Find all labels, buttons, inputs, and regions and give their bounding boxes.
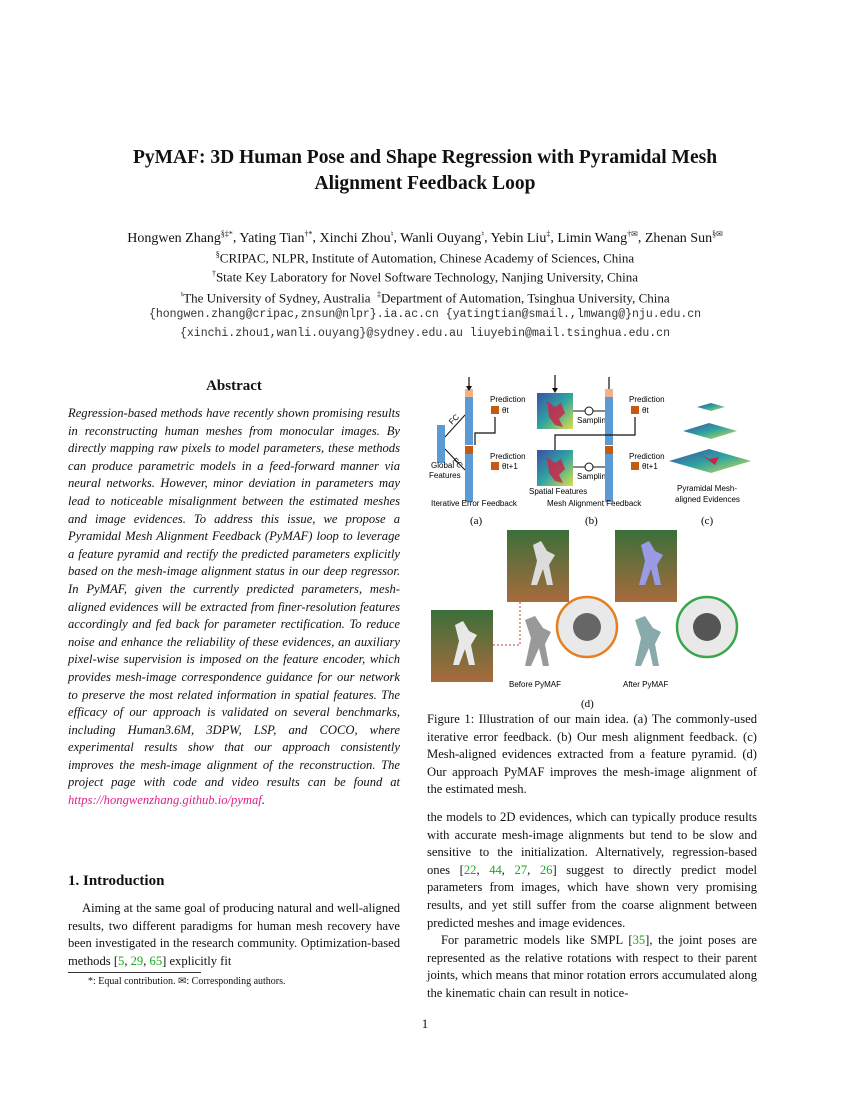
email-line-2: {xinchi.zhou1,wanli.ouyang}@sydney.edu.a… (180, 327, 670, 340)
prediction-label: Prediction (629, 395, 665, 404)
spatial-features-label: Spatial Features (529, 487, 587, 496)
prediction-label: Prediction (490, 452, 526, 461)
ief-label: Iterative Error Feedback (431, 499, 518, 508)
citation[interactable]: 44 (489, 862, 502, 877)
before-label: Before PyMAF (509, 680, 561, 689)
abstract-text: Regression-based methods have recently s… (68, 406, 400, 808)
prediction-label: Prediction (629, 452, 665, 461)
footnote: *: Equal contribution. ✉: Corresponding … (88, 976, 286, 987)
citation[interactable]: 26 (539, 862, 553, 877)
label-b: (b) (585, 515, 598, 527)
abstract-heading: Abstract (206, 378, 262, 394)
page-number: 1 (421, 1016, 429, 1031)
panel-a-ief: FC FC Prediction θt Prediction θt+1 Glob… (429, 377, 526, 527)
author-list: Hongwen Zhang§‡*, Yating Tian†*, Xinchi … (127, 229, 723, 246)
citation[interactable]: 35 (632, 933, 646, 948)
features-label: Features (429, 471, 461, 480)
email-line-1: {hongwen.zhang@cripac,znsun@nlpr}.ia.ac.… (148, 308, 702, 321)
theta-t: θt (642, 406, 649, 415)
figure-1: FC FC Prediction θt Prediction θt+1 Glob… (425, 365, 760, 710)
right-column-text: the models to 2D evidences, which can ty… (427, 810, 758, 1000)
citation[interactable]: 27 (514, 862, 528, 877)
panel-b-maf: Sampling Sampling Prediction θt Predicti… (529, 375, 665, 527)
figure-caption: Figure 1: Illustration of our main idea.… (427, 712, 757, 797)
label-d: (d) (581, 698, 594, 710)
author-3: Xinchi Zhou♮ (319, 229, 394, 246)
label-c: (c) (701, 515, 714, 527)
citation[interactable]: 22 (463, 862, 477, 877)
citation[interactable]: 5 (118, 953, 125, 968)
label-a: (a) (470, 515, 483, 527)
author-7: Zhenan Sun§✉ (644, 229, 723, 246)
author-6: Limin Wang†✉ (557, 229, 638, 246)
after-label: After PyMAF (623, 680, 668, 689)
figure-1-svg: FC FC Prediction θt Prediction θt+1 Glob… (429, 375, 751, 710)
paper-title: PyMAF: 3D Human Pose and Shape Regressio… (60, 145, 790, 197)
prediction-label: Prediction (490, 395, 526, 404)
panel-c-pyramid: Pyramidal Mesh- aligned Evidences (c) (669, 403, 751, 527)
maf-label: Mesh Alignment Feedback (547, 499, 642, 508)
pyramid-label-2: aligned Evidences (675, 495, 740, 504)
panel-d-results: Before PyMAF After PyMAF (d) (431, 530, 739, 710)
author-5: Yebin Liu‡ (490, 229, 551, 246)
author-4: Wanli Ouyang♮ (400, 229, 485, 246)
global-label: Global (431, 461, 454, 470)
pyramid-label-1: Pyramidal Mesh- (677, 484, 737, 493)
title-line-2: Alignment Feedback Loop (314, 173, 536, 194)
intro-heading: 1. Introduction (68, 873, 165, 889)
title-line-1: PyMAF: 3D Human Pose and Shape Regressio… (132, 147, 718, 168)
affiliation-2: †State Key Laboratory for Novel Software… (211, 269, 639, 285)
sampling-label: Sampling (577, 416, 610, 425)
author-1: Hongwen Zhang§‡* (127, 229, 233, 246)
affiliation-3: ♮The University of Sydney, Australia ‡De… (180, 290, 670, 306)
theta-t1: θt+1 (642, 462, 658, 471)
author-2: Yating Tian†* (239, 229, 313, 246)
footnote-rule (68, 972, 201, 973)
theta-t1: θt+1 (502, 462, 518, 471)
sampling-label: Sampling (577, 472, 610, 481)
project-link[interactable]: https://hongwenzhang.github.io/pymaf (68, 793, 262, 808)
intro-paragraph: Aiming at the same goal of producing nat… (68, 901, 400, 968)
citation[interactable]: 29 (130, 953, 144, 968)
fc-label: FC (447, 412, 461, 426)
affiliation-1: §CRIPAC, NLPR, Institute of Automation, … (215, 250, 635, 266)
theta-t: θt (502, 406, 509, 415)
citation[interactable]: 65 (149, 953, 163, 968)
